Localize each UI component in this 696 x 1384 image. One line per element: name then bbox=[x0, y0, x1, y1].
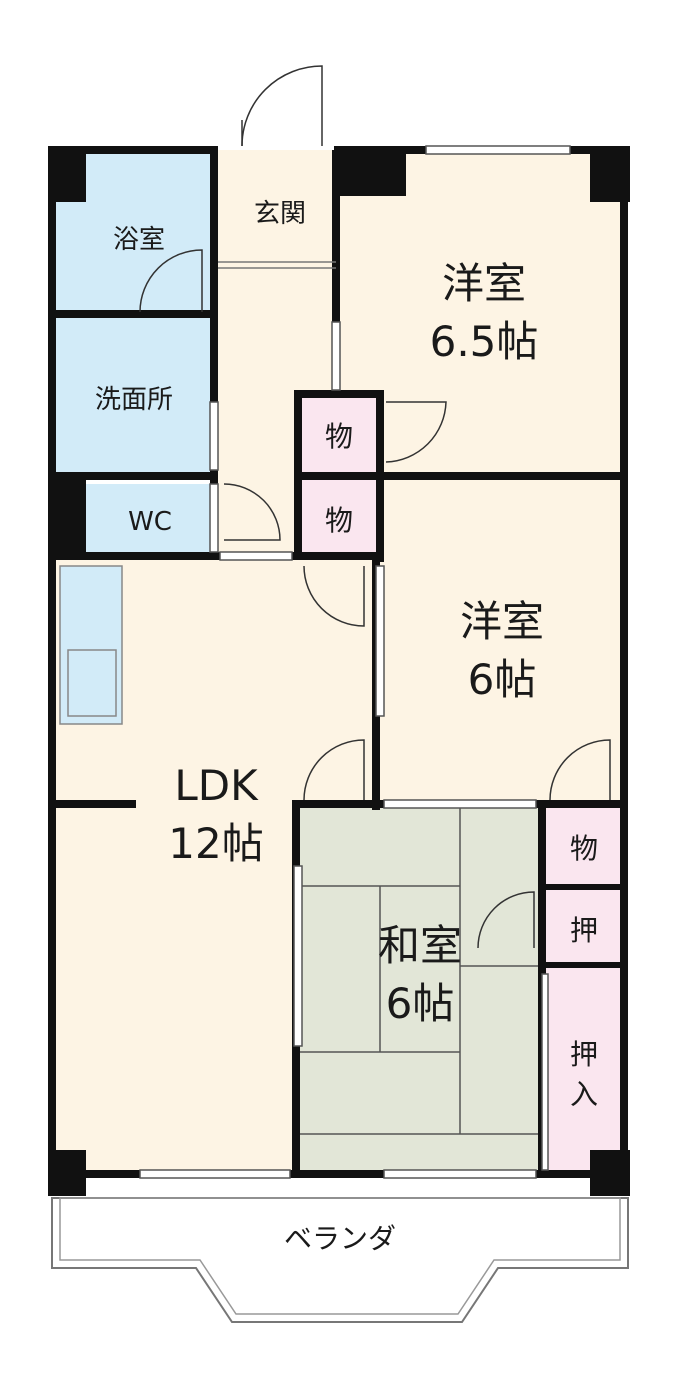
storage-1 bbox=[300, 396, 378, 472]
ldk-size: 12帖 bbox=[168, 819, 263, 868]
storage-2 bbox=[300, 480, 378, 556]
veranda bbox=[51, 1197, 629, 1323]
veranda-label: ベランダ bbox=[284, 1222, 396, 1255]
windows bbox=[139, 145, 571, 1179]
bath-label: 浴室 bbox=[113, 225, 165, 255]
tatami-room-name: 和室 bbox=[378, 921, 462, 970]
western-room-1 bbox=[340, 150, 620, 476]
toilet-label: WC bbox=[128, 507, 172, 537]
western-room-1-name: 洋室 bbox=[442, 259, 526, 308]
closet-2-label-line1: 押 bbox=[570, 1038, 598, 1071]
closet-1 bbox=[546, 890, 620, 964]
storage-1-label: 物 bbox=[325, 420, 353, 453]
storage-3-label: 物 bbox=[570, 832, 598, 865]
western-room-2-size: 6帖 bbox=[468, 655, 537, 704]
ldk-name: LDK bbox=[174, 761, 259, 810]
entrance-label: 玄関 bbox=[254, 199, 306, 229]
western-room-2-name: 洋室 bbox=[460, 597, 544, 646]
doors bbox=[139, 65, 611, 949]
storage-2-label: 物 bbox=[325, 504, 353, 537]
closet-2-label-line2: 入 bbox=[570, 1078, 598, 1111]
western-room-1-size: 6.5帖 bbox=[430, 317, 539, 366]
washroom bbox=[56, 316, 214, 472]
kitchen-counter bbox=[59, 565, 123, 725]
tatami-room bbox=[300, 806, 542, 1172]
washroom-label: 洗面所 bbox=[95, 385, 173, 415]
toilet-room bbox=[86, 484, 214, 554]
tatami-mats bbox=[300, 806, 542, 1135]
closet-1-label: 押 bbox=[570, 914, 598, 947]
tatami-room-size: 6帖 bbox=[386, 979, 455, 1028]
storage-3 bbox=[546, 806, 620, 886]
closet-2 bbox=[546, 968, 620, 1174]
